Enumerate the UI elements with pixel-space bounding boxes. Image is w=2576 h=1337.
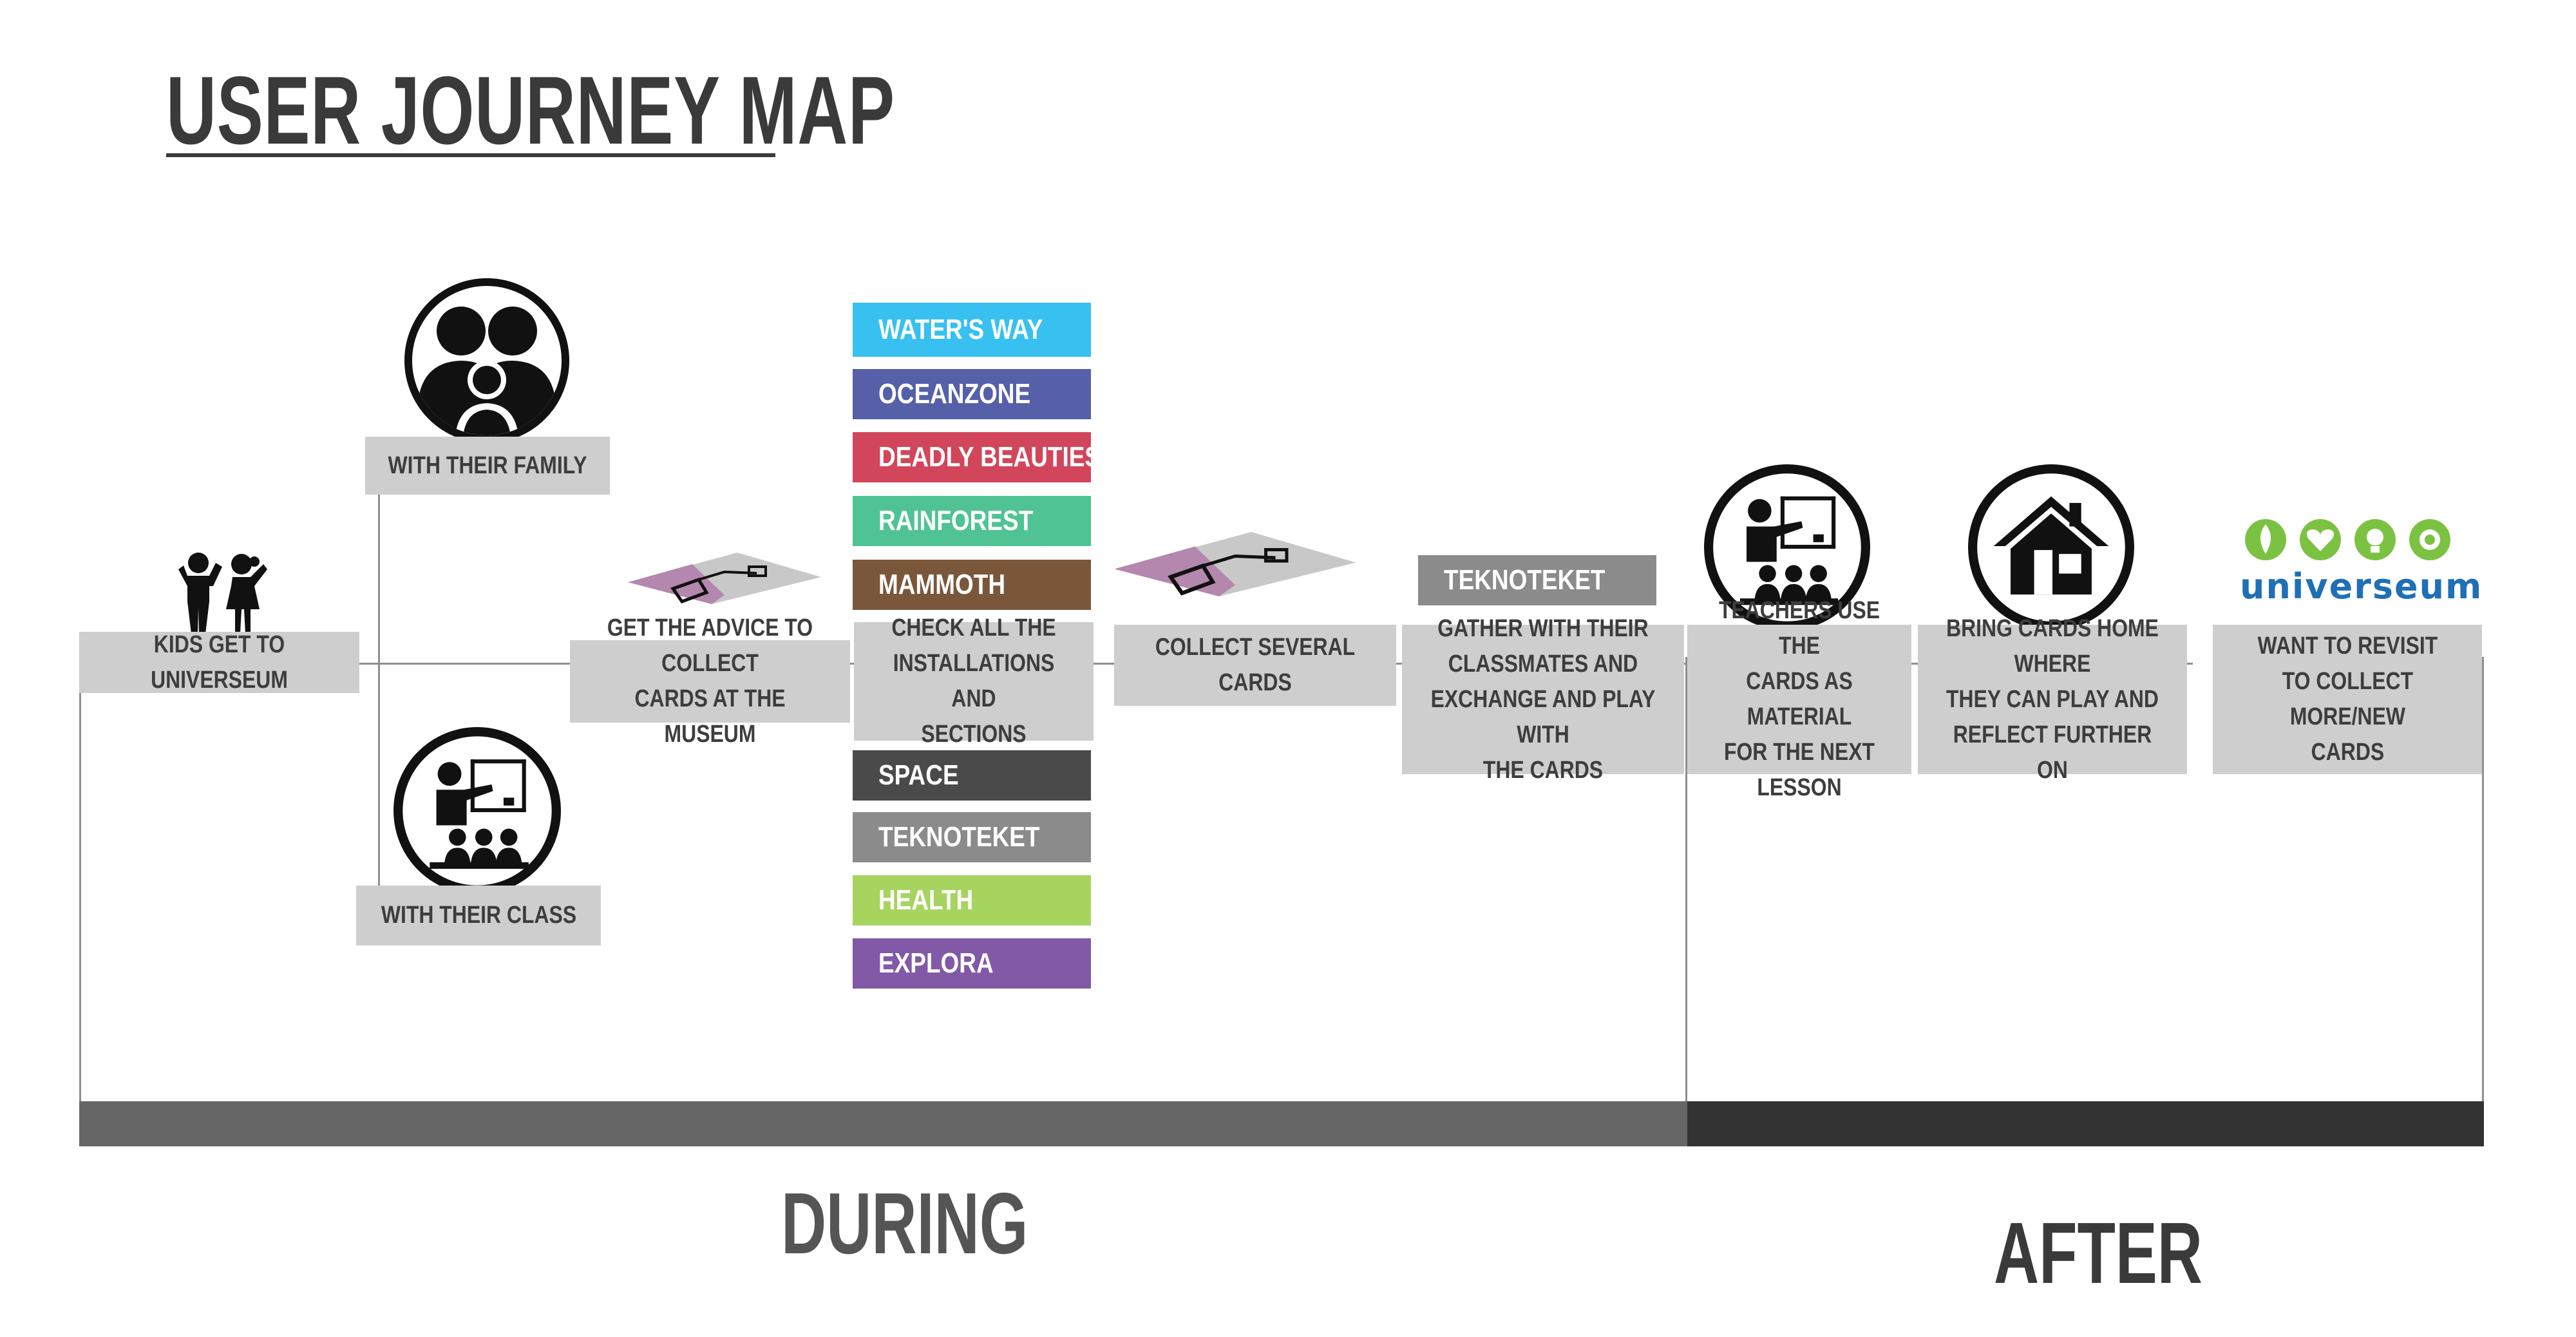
after-phase-bar bbox=[1687, 1101, 2484, 1146]
phase-during-label: DURING bbox=[781, 1175, 1028, 1272]
section-teknoteket: TEKNOTEKET bbox=[853, 812, 1091, 862]
house-icon bbox=[1968, 464, 2134, 631]
step-want-to-revisit: WANT TO REVISIT TO COLLECT MORE/NEW CARD… bbox=[2213, 625, 2482, 774]
divider-during-after bbox=[1685, 657, 1687, 1101]
universeum-logo-symbols bbox=[2245, 519, 2450, 560]
step-get-advice: GET THE ADVICE TO COLLECT CARDS AT THE M… bbox=[570, 614, 850, 748]
step-collect-several-cards: COLLECT SEVERAL CARDS bbox=[1114, 625, 1396, 706]
kids-icon bbox=[178, 553, 267, 634]
teknoteket-tag: TEKNOTEKET bbox=[1418, 555, 1656, 605]
section-deadly-beauties: DEADLY BEAUTIES bbox=[853, 432, 1101, 482]
family-icon bbox=[404, 278, 569, 443]
during-phase-bar bbox=[79, 1101, 1687, 1146]
section-health: HEALTH bbox=[853, 875, 1091, 925]
section-rainforest: RAINFOREST bbox=[853, 496, 1091, 546]
step-check-installations: CHECK ALL THE INSTALLATIONS AND SECTIONS bbox=[854, 614, 1094, 748]
phase-after-label: AFTER bbox=[1994, 1204, 2202, 1302]
map-card-icon bbox=[628, 553, 821, 604]
section-mammoth: MAMMOTH bbox=[853, 560, 1091, 610]
teacher-class-icon bbox=[393, 727, 561, 895]
step-teachers-use-cards: TEACHERS USE THE CARDS AS MATERIAL FOR T… bbox=[1687, 597, 1911, 801]
step-with-their-family: WITH THEIR FAMILY bbox=[365, 437, 610, 495]
step-with-their-class: WITH THEIR CLASS bbox=[356, 886, 601, 945]
section-oceanzone: OCEANZONE bbox=[853, 369, 1091, 419]
step-kids-get-to-universeum: KIDS GET TO UNIVERSEUM bbox=[79, 631, 359, 694]
logo-text: universeum bbox=[2240, 566, 2483, 607]
left-border-during bbox=[79, 676, 81, 1101]
map-card-icon bbox=[1114, 532, 1356, 596]
right-border-after bbox=[2482, 657, 2484, 1101]
section-explora: EXPLORA bbox=[853, 938, 1091, 989]
teacher-icon bbox=[1704, 464, 1870, 631]
section-waters-way: WATER'S WAY bbox=[853, 303, 1091, 357]
step-gather-classmates: GATHER WITH THEIR CLASSMATES AND EXCHANG… bbox=[1402, 615, 1684, 784]
title-underline bbox=[166, 153, 775, 157]
step-bring-cards-home: BRING CARDS HOME WHERE THEY CAN PLAY AND… bbox=[1918, 615, 2187, 784]
connector-branch-vertical bbox=[378, 489, 380, 887]
universeum-logo: universeum bbox=[2240, 514, 2481, 605]
section-space: SPACE bbox=[853, 750, 1091, 801]
page-title: USER JOURNEY MAP bbox=[166, 56, 895, 164]
